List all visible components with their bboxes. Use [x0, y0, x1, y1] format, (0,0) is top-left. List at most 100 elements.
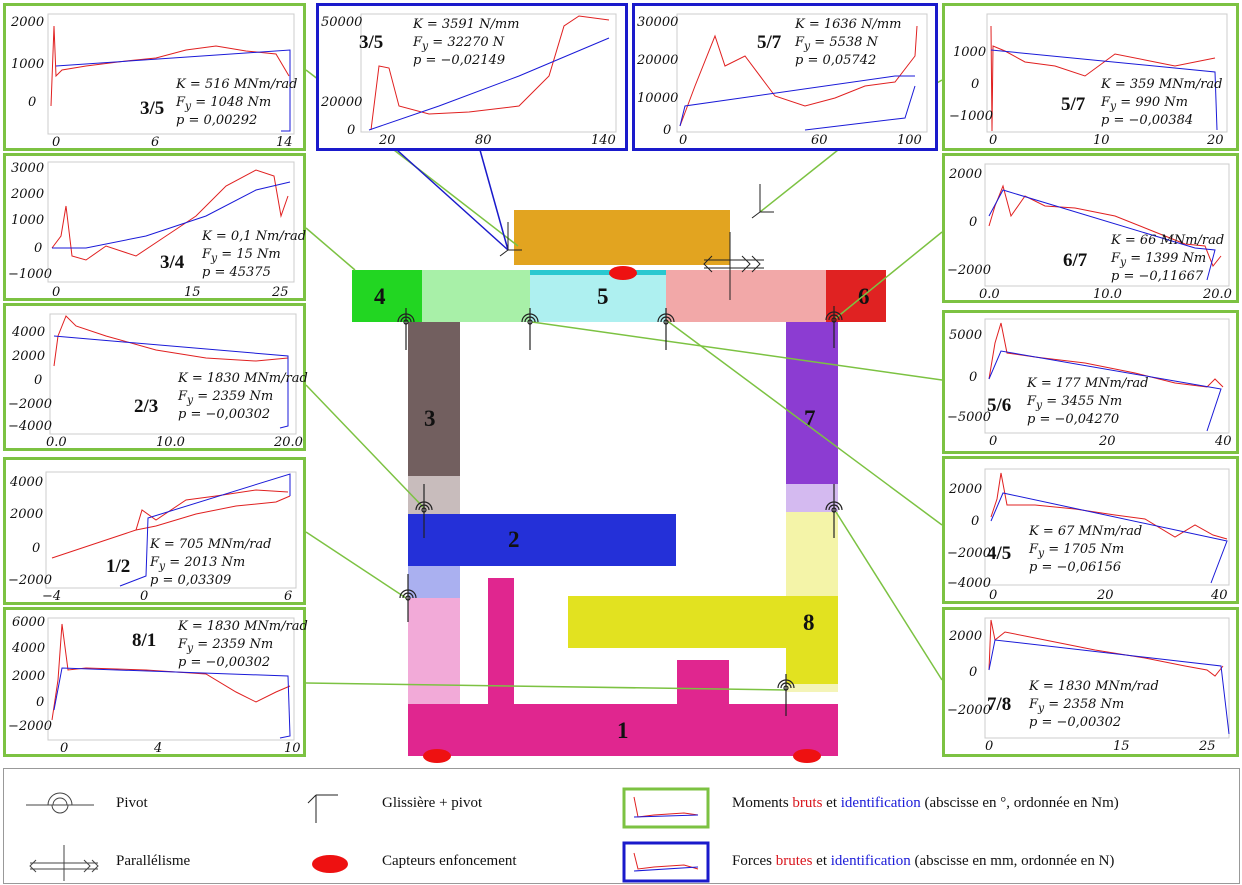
param-p: p = 45375: [202, 265, 271, 280]
body-2-light: [408, 566, 460, 598]
raw-curve: [988, 322, 1224, 388]
raw-curve: [51, 489, 289, 559]
axis-tick: 0: [989, 588, 998, 603]
axis-tick: 100: [897, 133, 922, 148]
axis-tick: 10000: [637, 91, 679, 106]
body-8-column: [786, 648, 838, 684]
ident-curve: [53, 335, 289, 429]
body-label-3: 3: [424, 406, 436, 431]
axis-tick: 25: [272, 285, 289, 300]
raw-curve: [679, 25, 918, 127]
axis-tick: −1000: [8, 267, 52, 282]
param-K: K = 66 MNm/rad: [1111, 233, 1225, 248]
raw-curve: [51, 169, 289, 261]
axis-tick: 0.0: [979, 287, 1000, 302]
axis-tick: −2000: [947, 546, 991, 561]
body-8: [568, 596, 838, 648]
joint-label: 4/5: [987, 543, 1012, 564]
chart-panel-3-4: 3000 2000 1000 0 −1000 0 15 25 3/4 K = 0…: [3, 153, 306, 301]
legend-forces-label: Forces brutes et identification (absciss…: [732, 853, 1115, 869]
axis-tick: 0: [52, 135, 61, 150]
body-7: [786, 322, 838, 484]
legend: Pivot Parallélisme Glissière + pivot Cap…: [3, 768, 1240, 884]
axis-tick: 2000: [10, 507, 44, 522]
axis-tick: −1000: [949, 109, 993, 124]
axis-tick: 0: [969, 665, 978, 680]
ident-curve: [119, 473, 291, 587]
body-segment-pink: [666, 270, 826, 322]
chart-panel-5-7-moment: 1000 0 −1000 0 10 20 5/7 K = 359 MNm/rad…: [942, 3, 1239, 151]
raw-curve: [53, 315, 289, 367]
ident-curve: [53, 667, 291, 739]
axis-tick: 30000: [637, 15, 679, 30]
chart-panel-8-1: 6000 4000 2000 0 −2000 0 4 10 8/1 K = 18…: [3, 607, 308, 757]
legend-glissiere-label: Glissière + pivot: [382, 795, 483, 811]
axis-tick: 10: [284, 741, 301, 756]
body-label-8: 8: [803, 610, 815, 635]
axis-tick: −2000: [947, 263, 991, 278]
param-F: Fy = 2013 Nm: [150, 555, 246, 573]
sensor-legend-icon: [312, 855, 348, 873]
param-p: p = 0,03309: [150, 573, 232, 588]
param-F: Fy = 1048 Nm: [176, 95, 272, 113]
pivot-symbols: [397, 306, 843, 716]
param-p: p = −0,02149: [413, 53, 506, 68]
ident-curve: [368, 37, 610, 131]
chart-panel-1-2: 4000 2000 0 −2000 −4 0 6 1/2 K = 705 MNm…: [3, 457, 306, 605]
axis-tick: 20: [1097, 588, 1114, 603]
param-K: K = 1830 MNm/rad: [1029, 679, 1159, 694]
body-4: [352, 270, 422, 322]
axis-tick: 60: [811, 133, 828, 148]
plot-area: [360, 13, 617, 133]
axis-tick: 40: [1215, 434, 1232, 449]
axis-tick: 10: [1093, 133, 1110, 148]
axis-tick: −2000: [8, 397, 52, 412]
axis-tick: 4: [154, 741, 163, 756]
body-1: [408, 704, 838, 756]
body-label-4: 4: [374, 284, 386, 309]
raw-curve: [51, 623, 291, 721]
body-1-post-left: [488, 578, 514, 704]
force-panel-legend-icon: [622, 841, 710, 883]
body-1-post-right: [677, 660, 729, 704]
joint-label: 3/4: [160, 252, 185, 273]
axis-tick: 0: [989, 434, 998, 449]
axis-tick: 0.0: [46, 435, 67, 450]
param-p: p = −0,04270: [1027, 412, 1120, 427]
axis-tick: 0: [60, 741, 69, 756]
frame-icon: [751, 184, 774, 219]
param-F: Fy = 32270 N: [413, 35, 505, 53]
connector-line: [305, 227, 356, 271]
plot-area: [984, 163, 1230, 287]
body-label-5: 5: [597, 284, 609, 309]
axis-tick: 4000: [10, 475, 44, 490]
param-F: Fy = 5538 N: [795, 35, 878, 53]
axis-tick: 2000: [949, 167, 983, 182]
joint-label: 5/7: [757, 32, 782, 53]
axis-tick: 20.0: [1203, 287, 1232, 302]
plot-area: [47, 13, 295, 135]
param-K: K = 3591 N/mm: [413, 17, 520, 32]
axis-tick: 0: [347, 123, 356, 138]
param-p: p = 0,05742: [795, 53, 877, 68]
axis-tick: 2000: [11, 15, 45, 30]
plot-area: [984, 318, 1230, 434]
joint-label: 7/8: [987, 694, 1012, 715]
pivot-legend-icon: [26, 792, 94, 814]
ident-curve: [988, 639, 1230, 735]
raw-curve: [50, 25, 290, 107]
body-6: [826, 270, 886, 322]
axis-tick: 2000: [12, 669, 46, 684]
joint-label: 3/5: [140, 98, 165, 119]
ident-curve: [988, 350, 1222, 432]
param-F: Fy = 1399 Nm: [1111, 251, 1207, 269]
axis-tick: −2000: [947, 703, 991, 718]
chart-panel-3-5-force: 50000 20000 0 20 80 140 3/5 K = 3591 N/m…: [316, 3, 628, 151]
axis-tick: 0: [140, 589, 149, 604]
body-8-light: [786, 512, 838, 596]
connector-line: [305, 531, 407, 599]
axis-tick: 0: [36, 695, 45, 710]
body-3-light: [408, 476, 460, 514]
plot-area: [676, 13, 928, 133]
moment-panel-legend-icon: [622, 787, 710, 829]
